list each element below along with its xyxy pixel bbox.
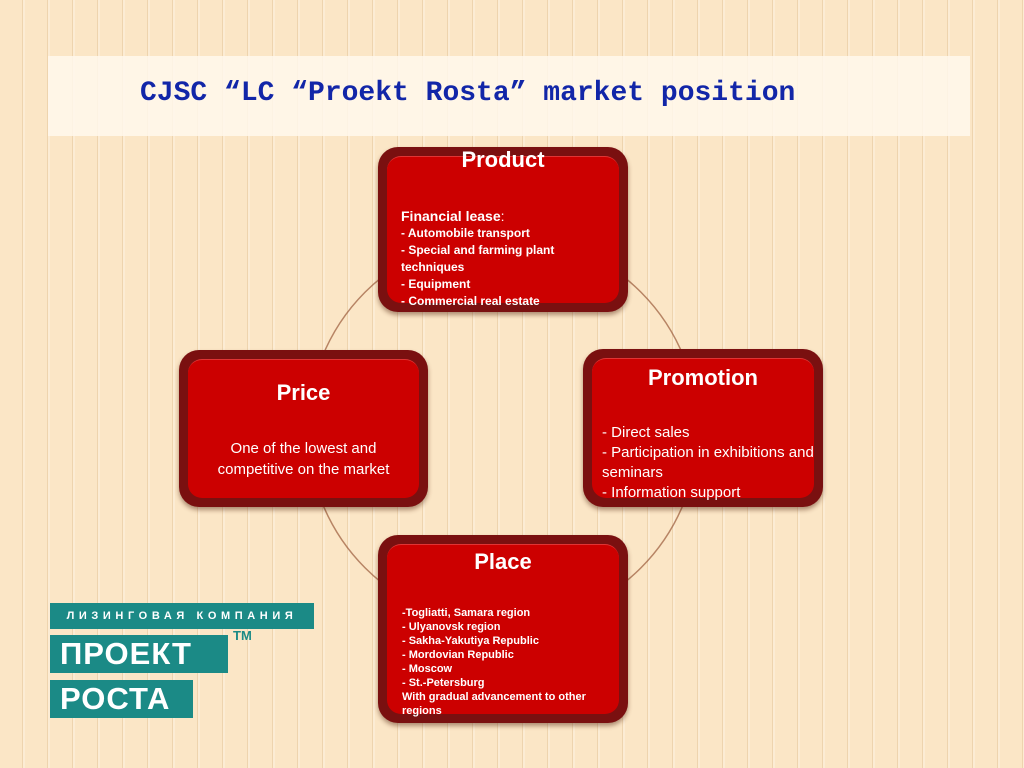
- list-item: - Mordovian Republic: [402, 649, 514, 661]
- product-lead-suffix: :: [500, 208, 505, 224]
- list-item: - Sakha-Yakutiya Republic: [402, 635, 539, 647]
- place-title: Place: [474, 549, 532, 574]
- product-box: Product Financial lease: - Automobile tr…: [378, 147, 628, 312]
- logo-word-proekt: ПРОЕКТ: [50, 635, 228, 673]
- list-item: -Togliatti, Samara region: [402, 607, 531, 619]
- title-band: [48, 56, 970, 136]
- promotion-list: - Direct sales - Participation in exhibi…: [602, 423, 817, 503]
- price-box-inner: [188, 359, 419, 498]
- list-item: - Ulyanovsk region: [402, 621, 501, 633]
- product-lead-label: Financial lease: [401, 208, 501, 224]
- slide-title: CJSC “LC “Proekt Rosta” market position: [140, 78, 796, 109]
- price-box: Price One of the lowest and competitive …: [179, 350, 428, 507]
- place-box: Place -Togliatti, Samara region - Ulyano…: [378, 535, 628, 723]
- logo-tagline: ЛИЗИНГОВАЯ КОМПАНИЯ: [50, 603, 314, 629]
- list-item: - Automobile transport: [401, 226, 530, 240]
- logo-trademark: TM: [233, 628, 252, 643]
- list-item: - Equipment: [401, 277, 471, 291]
- product-title: Product: [461, 147, 545, 172]
- list-item: - Moscow: [402, 663, 453, 675]
- price-title: Price: [276, 380, 331, 405]
- product-lead: Financial lease:: [401, 207, 606, 225]
- promotion-title: Promotion: [648, 365, 758, 390]
- list-item: - Participation in exhibitions and semin…: [602, 444, 814, 481]
- place-list: -Togliatti, Samara region - Ulyanovsk re…: [402, 606, 602, 718]
- list-item: - Special and farming plant techniques: [401, 243, 555, 274]
- promotion-box-inner: [592, 358, 814, 498]
- promotion-box: Promotion - Direct sales - Participation…: [583, 349, 823, 507]
- list-item: - St.-Petersburg: [402, 677, 485, 689]
- list-item: - Direct sales: [602, 424, 690, 441]
- price-text: One of the lowest and competitive on the…: [217, 440, 390, 478]
- list-item: - Information support: [602, 484, 741, 501]
- list-item: With gradual advancement to other region…: [402, 691, 586, 717]
- product-content: Financial lease: - Automobile transport …: [401, 207, 606, 310]
- logo-word-rosta: РОСТА: [50, 680, 193, 718]
- place-box-inner: [387, 544, 619, 714]
- product-box-inner: [387, 156, 619, 303]
- product-list: - Automobile transport - Special and far…: [401, 225, 606, 310]
- list-item: - Commercial real estate: [401, 294, 540, 308]
